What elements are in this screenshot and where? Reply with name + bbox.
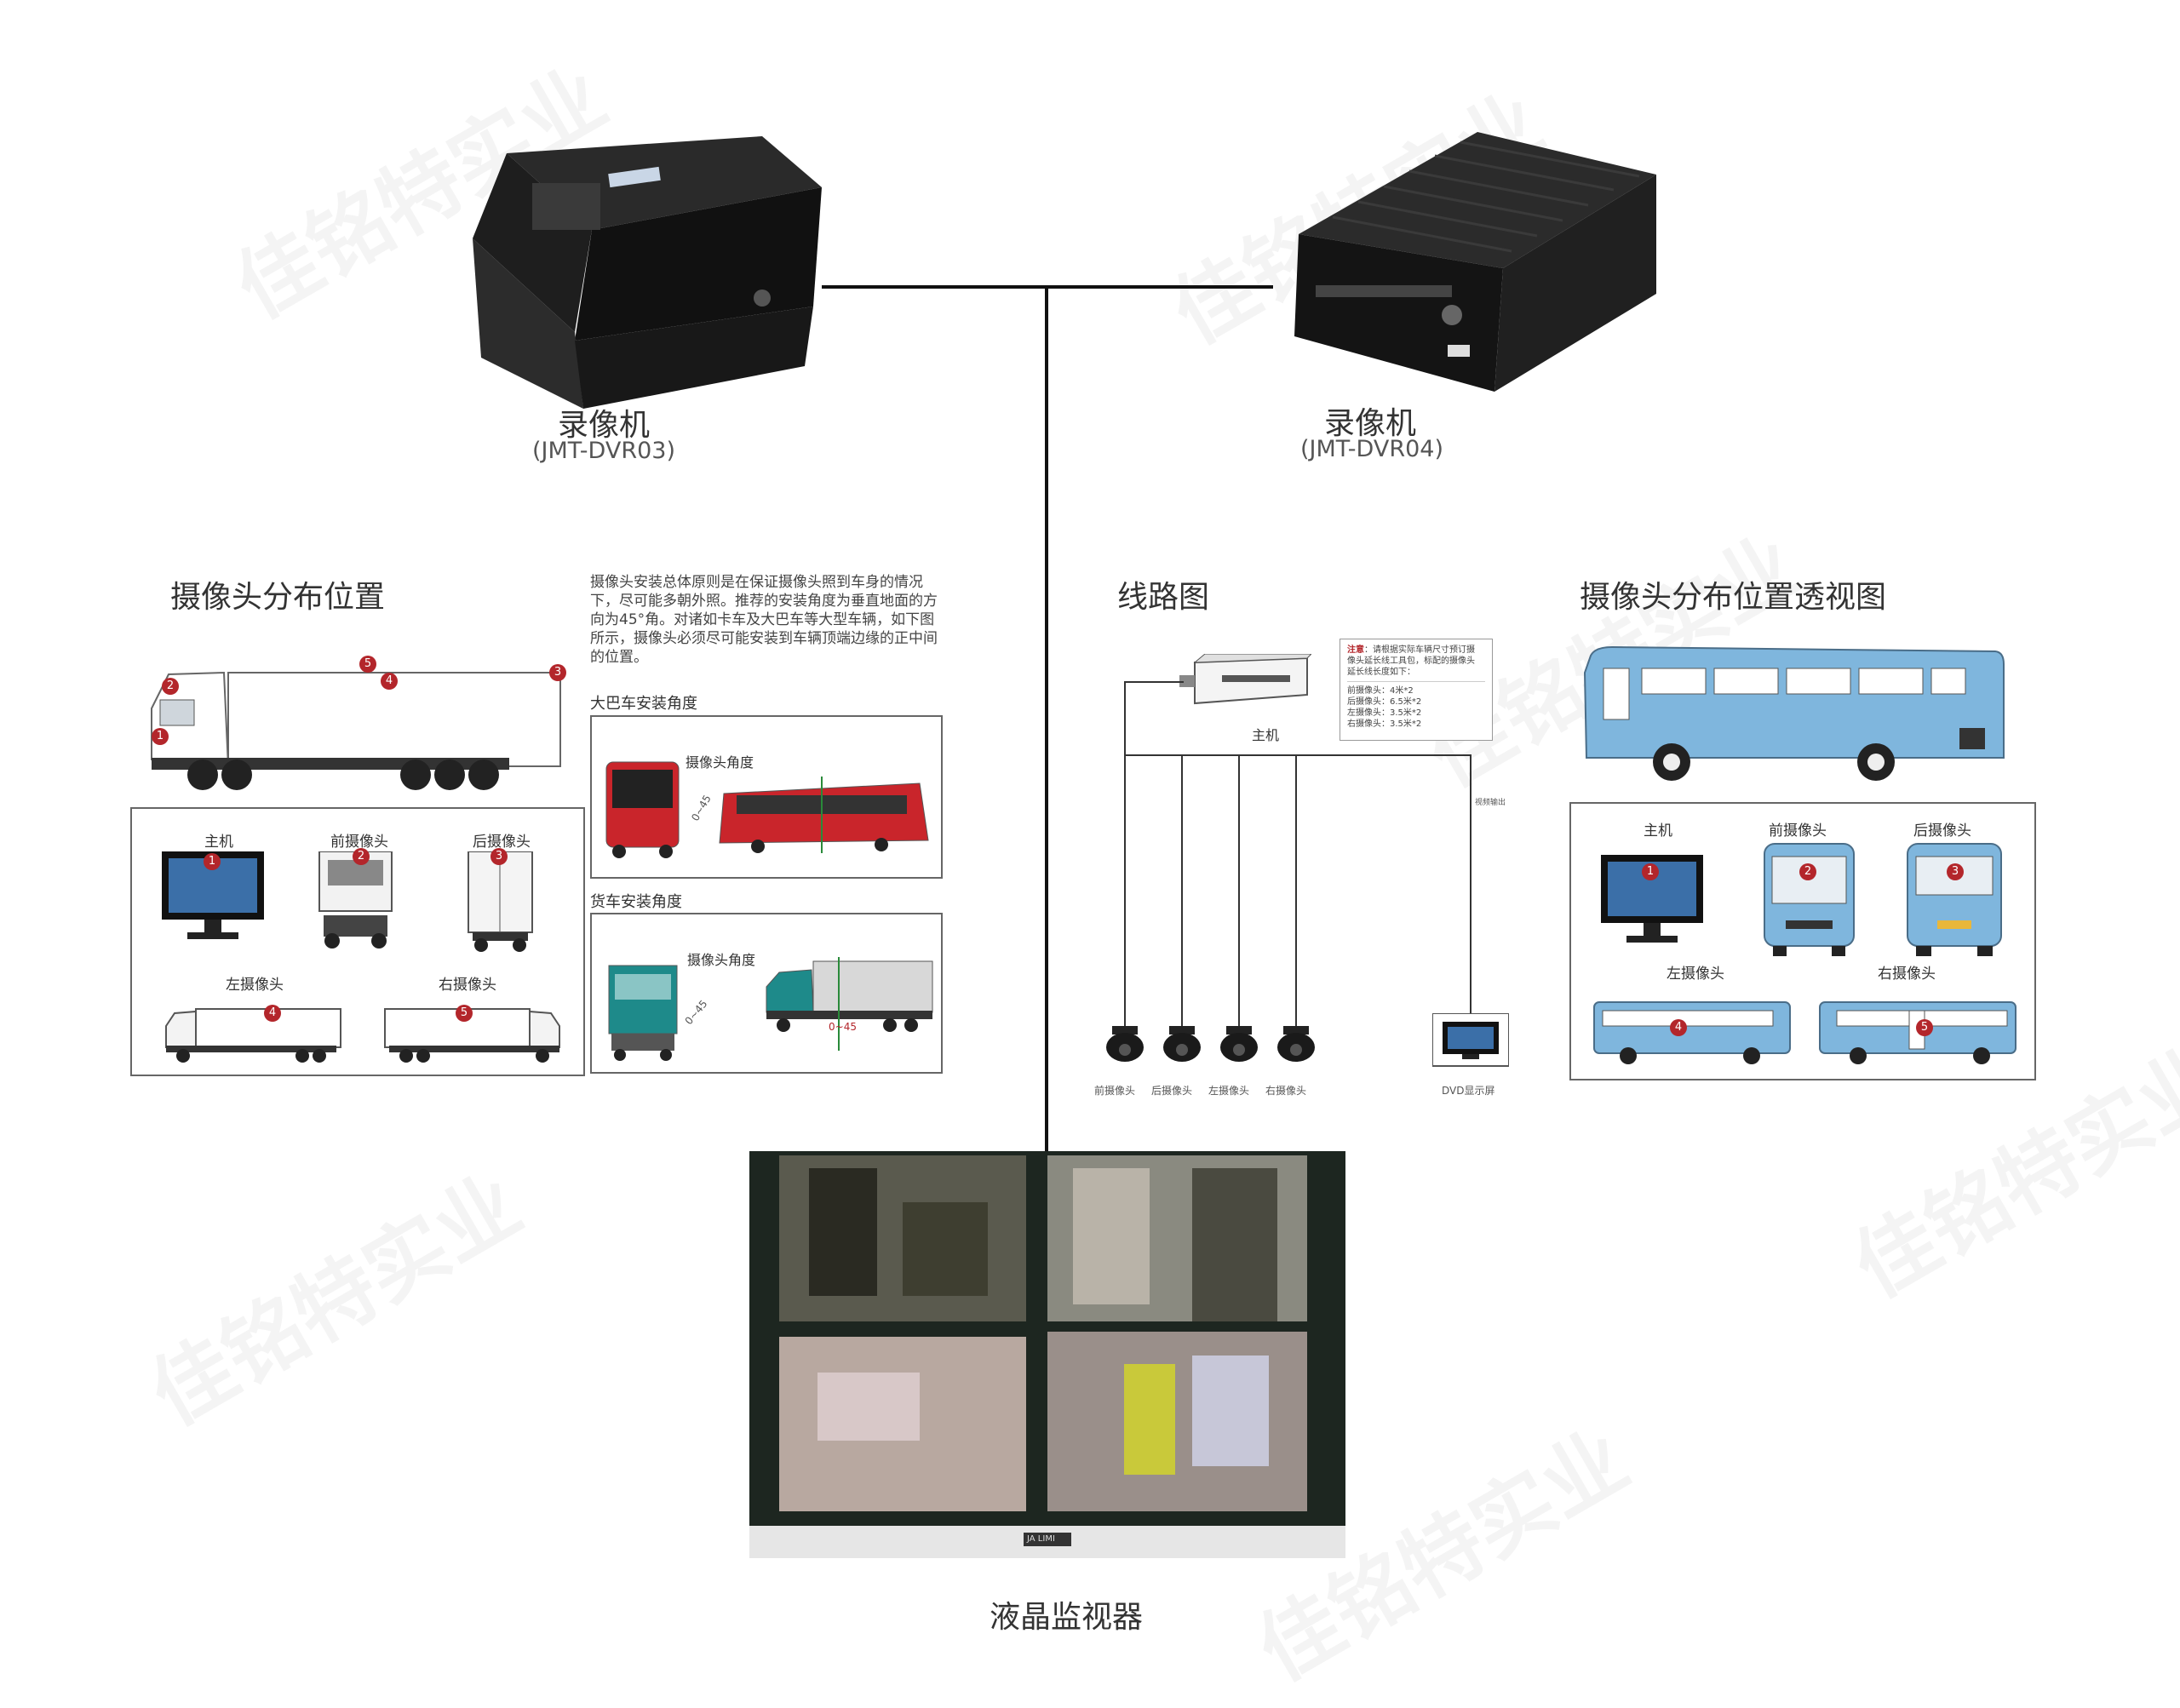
wire [1124, 681, 1184, 683]
dvr04-device [1282, 132, 1665, 396]
truck-left-image [162, 1005, 345, 1064]
dvr04-model: (JMT-DVR04) [1300, 436, 1443, 462]
wire [1124, 754, 1126, 1027]
right-legend-box: 主机 前摄像头 后摄像头 左摄像头 右摄像头 [1569, 802, 2036, 1080]
connector-vertical [1045, 285, 1048, 1154]
wire [1124, 754, 1472, 756]
bus-angle-box: 摄像头角度 0~45 [590, 715, 943, 879]
bus-camera-angle-label: 摄像头角度 [686, 754, 754, 771]
legend-host-label: 主机 [204, 834, 233, 851]
badge-5: 5 [359, 656, 376, 673]
dvr03-title: 录像机 [558, 408, 651, 443]
left-section-heading: 摄像头分布位置 [170, 580, 386, 615]
legend-left-label: 左摄像头 [226, 977, 284, 994]
truck-front-image [315, 851, 396, 949]
right-legend-front-label: 前摄像头 [1769, 822, 1827, 840]
wiring-note-box: 注意：请根据实际车辆尺寸预订摄 像头延长线工具包，标配的摄像头 延长线长度如下：… [1340, 639, 1493, 741]
dvd-display-label: DVD显示屏 [1442, 1085, 1495, 1097]
legend-badge-3: 3 [490, 848, 508, 865]
note-item-1: 前摄像头：4米*2 [1347, 686, 1414, 696]
lcd-monitor [749, 1151, 1345, 1558]
truck-angle-text-2: 0~45 [829, 1021, 857, 1033]
right-legend-badge-4: 4 [1670, 1019, 1687, 1036]
dome-camera-icon [1219, 1026, 1259, 1062]
wiring-heading: 线路图 [1117, 580, 1210, 615]
monitor-brand: JA LIMI [1027, 1534, 1055, 1544]
watermark: 佳铭特实业 [125, 1140, 538, 1447]
note-line-2: 像头延长线工具包，标配的摄像头 [1347, 656, 1475, 666]
legend-rear-label: 后摄像头 [473, 834, 531, 851]
monitor-title: 液晶监视器 [990, 1600, 1144, 1635]
note-title: 注意 [1347, 645, 1364, 655]
wire [1238, 754, 1240, 1027]
right-legend-rear-label: 后摄像头 [1913, 822, 1971, 840]
wire [1470, 754, 1472, 1018]
bus-side-image [711, 777, 932, 853]
bus-angle-text: 0~45 [689, 793, 714, 823]
right-legend-badge-1: 1 [1642, 863, 1659, 880]
note-item-3: 左摄像头：3.5米*2 [1347, 708, 1422, 718]
dome-camera-icon [1276, 1026, 1316, 1062]
bus-left-blue-image [1590, 998, 1794, 1066]
legend-badge-2: 2 [353, 848, 370, 865]
camera-label-front: 前摄像头 [1094, 1085, 1136, 1097]
truck-angle-box: 摄像头角度 0~45 0~45 [590, 913, 943, 1074]
right-section-heading: 摄像头分布位置透视图 [1580, 580, 1887, 615]
dvr04-title: 录像机 [1324, 406, 1417, 441]
note-line-1: 请根据实际车辆尺寸预订摄 [1373, 645, 1475, 655]
dvr03-model: (JMT-DVR03) [532, 438, 675, 464]
badge-3: 3 [549, 664, 566, 681]
bus-rear-blue-image [1903, 840, 2005, 959]
right-host-monitor-image [1601, 855, 1703, 949]
right-legend-badge-3: 3 [1947, 863, 1964, 880]
bus-front-blue-image [1760, 840, 1858, 959]
wire [1124, 681, 1126, 756]
truck-side-angle-image [762, 957, 937, 1051]
install-description: 摄像头安装总体原则是在保证摄像头照到车身的情况下，尽可能多朝外照。推荐的安装角度… [590, 574, 938, 666]
truck-side-diagram [143, 657, 569, 794]
legend-badge-5: 5 [456, 1005, 473, 1022]
badge-2: 2 [162, 678, 179, 695]
badge-1: 1 [152, 728, 169, 745]
legend-badge-1: 1 [204, 853, 221, 870]
legend-front-label: 前摄像头 [330, 834, 388, 851]
note-item-4: 右摄像头：3.5米*2 [1347, 719, 1422, 729]
wire [1295, 754, 1297, 1027]
note-item-2: 后摄像头：6.5米*2 [1347, 697, 1422, 707]
truck-angle-title: 货车安装角度 [590, 893, 682, 911]
note-line-3: 延长线长度如下： [1347, 668, 1415, 677]
right-legend-right-label: 右摄像头 [1878, 966, 1936, 983]
dome-camera-icon [1162, 1026, 1202, 1062]
right-legend-badge-5: 5 [1916, 1019, 1933, 1036]
left-legend-box: 主机 前摄像头 后摄像头 左摄像头 右摄像头 [130, 807, 585, 1076]
bus-front-image [602, 758, 683, 860]
dvr03-device [456, 136, 830, 409]
badge-4: 4 [381, 673, 398, 690]
right-legend-host-label: 主机 [1644, 822, 1672, 840]
wiring-host-label: 主机 [1252, 727, 1280, 743]
truck-angle-text: 0~45 [682, 997, 710, 1028]
right-legend-left-label: 左摄像头 [1667, 966, 1724, 983]
truck-front-angle-image [605, 961, 681, 1062]
camera-label-left: 左摄像头 [1208, 1085, 1250, 1097]
right-legend-badge-2: 2 [1799, 863, 1816, 880]
dvd-display-icon [1432, 1013, 1509, 1069]
dome-camera-icon [1105, 1026, 1144, 1062]
bus-side-perspective [1578, 639, 2008, 783]
wire [1181, 754, 1183, 1027]
legend-badge-4: 4 [264, 1005, 281, 1022]
wiring-host-unit [1179, 654, 1311, 718]
legend-right-label: 右摄像头 [439, 977, 496, 994]
video-out-label: 视频输出 [1475, 799, 1506, 807]
truck-rear-image [464, 851, 536, 954]
bus-angle-title: 大巴车安装角度 [590, 695, 697, 713]
camera-label-right: 右摄像头 [1265, 1085, 1307, 1097]
truck-camera-angle-label: 摄像头角度 [687, 952, 756, 968]
camera-label-rear: 后摄像头 [1151, 1085, 1193, 1097]
